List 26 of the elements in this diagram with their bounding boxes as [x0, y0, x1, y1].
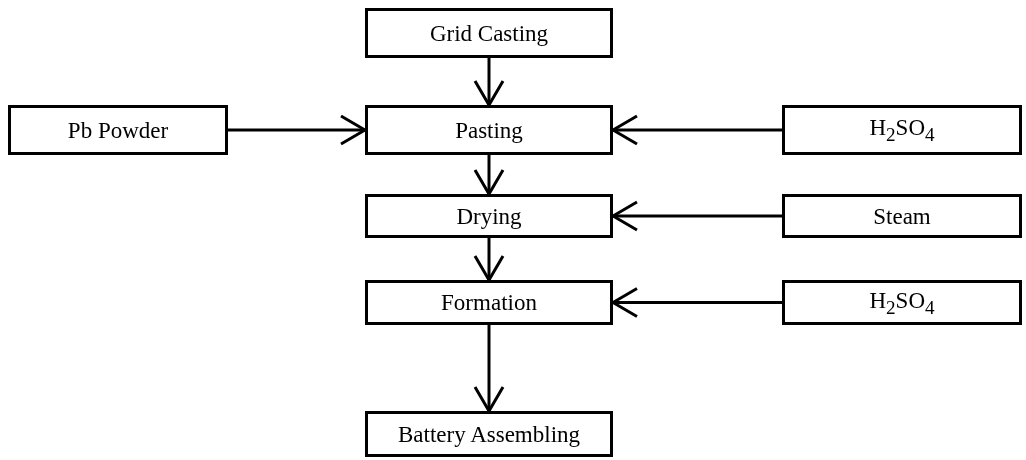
arrow	[473, 325, 505, 413]
process-box	[365, 194, 613, 238]
box-label: H$_{2}$SO$_{4}$	[869, 116, 935, 144]
process-box	[365, 280, 613, 325]
arrow	[611, 200, 782, 232]
box-label: Steam	[873, 204, 931, 228]
box-label: Grid Casting	[429, 21, 549, 45]
process-box	[365, 105, 613, 155]
box-label: Drying	[456, 204, 522, 228]
process-box	[365, 411, 613, 457]
box-label: H$_{2}$SO$_{4}$	[869, 288, 935, 317]
box-label: Pb Powder	[67, 118, 169, 142]
arrow	[611, 114, 782, 146]
arrow	[473, 58, 505, 107]
arrow	[473, 155, 505, 196]
box-label: Battery Assembling	[397, 422, 581, 446]
arrow	[228, 114, 367, 146]
box-label: Formation	[441, 291, 537, 314]
arrow	[473, 238, 505, 282]
process-box	[782, 105, 1022, 155]
process-box	[365, 8, 613, 58]
arrow	[611, 287, 782, 318]
process-box	[782, 194, 1022, 238]
box-label: Pasting	[455, 118, 523, 142]
process-box	[8, 105, 228, 155]
process-box	[782, 280, 1022, 325]
